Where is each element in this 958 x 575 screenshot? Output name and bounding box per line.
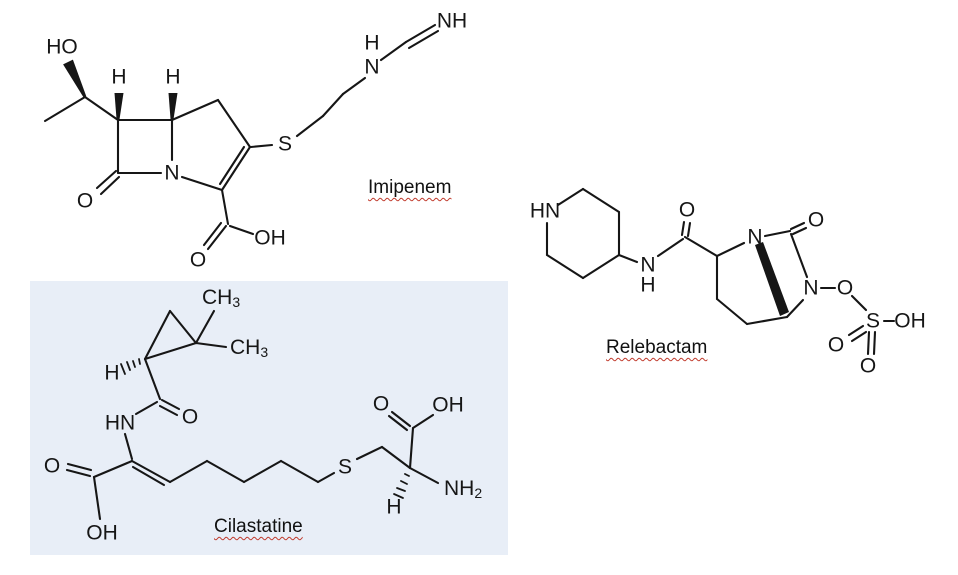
relebactam-label: Relebactam bbox=[606, 337, 708, 358]
atom-OH-sulfate: OH bbox=[894, 310, 926, 333]
hash-wedge-h-chiral bbox=[393, 473, 410, 499]
atom-OH-acid-left: OH bbox=[86, 522, 118, 545]
atom-H6: H bbox=[111, 66, 126, 89]
atom-H5: H bbox=[165, 66, 180, 89]
atom-H-amine: H bbox=[364, 32, 379, 55]
atom-O-sulfate-left: O bbox=[828, 334, 844, 357]
cilastatine-bonds bbox=[65, 309, 440, 521]
atom-NH-imine: NH bbox=[437, 10, 467, 33]
atom-O-lactam: O bbox=[808, 209, 824, 232]
atom-H-cyclopropyl: H bbox=[104, 362, 119, 385]
atom-O-amide: O bbox=[679, 199, 695, 222]
atom-S-sulfate: S bbox=[866, 310, 880, 333]
atom-OH-acid-right: OH bbox=[432, 394, 464, 417]
atom-H-amide: H bbox=[640, 274, 655, 297]
atom-N-amine: N bbox=[364, 56, 379, 79]
atom-H-chiral: H bbox=[386, 496, 401, 519]
atom-N6: N bbox=[803, 277, 818, 300]
stereo-wedge-bridge bbox=[755, 242, 789, 316]
relebactam-bonds bbox=[545, 187, 896, 356]
stereo-wedge-h5 bbox=[168, 93, 178, 120]
atom-NH2: NH2 bbox=[444, 477, 482, 502]
atom-O-acid-left: O bbox=[44, 455, 60, 478]
cilastatine-structure: CH3 CH3 H O HN O OH S H NH2 O OH bbox=[44, 286, 483, 545]
atom-CH3-top: CH3 bbox=[202, 286, 240, 311]
imipenem-atom-labels: HO H H N O O OH S H N NH bbox=[46, 10, 467, 272]
hash-wedge-h-cyclopropyl bbox=[120, 358, 141, 375]
atom-HN-amide: HN bbox=[105, 412, 135, 435]
atom-O-lactam: O bbox=[77, 190, 93, 213]
stereo-wedge-oh bbox=[63, 59, 87, 98]
atom-N-ring: N bbox=[164, 162, 179, 185]
atom-S: S bbox=[278, 133, 292, 156]
relebactam-structure: HN N H O N O N O S OH O O bbox=[530, 187, 926, 378]
cilastatine-highlight-box: CH3 CH3 H O HN O OH S H NH2 O OH bbox=[30, 281, 508, 555]
imipenem-bonds bbox=[43, 23, 440, 251]
atom-HO: HO bbox=[46, 36, 78, 59]
stereo-wedge-h6 bbox=[114, 93, 124, 120]
atom-CH3-right: CH3 bbox=[230, 336, 268, 361]
imipenem-label: Imipenem bbox=[368, 177, 452, 198]
atom-O-sulfate-bottom: O bbox=[860, 355, 876, 378]
imipenem-structure: HO H H N O O OH S H N NH bbox=[43, 10, 467, 272]
atom-N-amide: N bbox=[640, 254, 655, 277]
atom-N1: N bbox=[747, 226, 762, 249]
relebactam-atom-labels: HN N H O N O N O S OH O O bbox=[530, 199, 926, 378]
atom-HN-piperidine: HN bbox=[530, 200, 560, 223]
atom-S: S bbox=[338, 456, 352, 479]
atom-O-acid: O bbox=[190, 249, 206, 272]
atom-O-acid-right: O bbox=[373, 393, 389, 416]
atom-O-amide: O bbox=[182, 406, 198, 429]
atom-OH-acid: OH bbox=[254, 227, 286, 250]
cilastatine-atom-labels: CH3 CH3 H O HN O OH S H NH2 O OH bbox=[44, 286, 483, 545]
atom-O-link: O bbox=[837, 277, 853, 300]
cilastatine-label: Cilastatine bbox=[214, 516, 303, 537]
